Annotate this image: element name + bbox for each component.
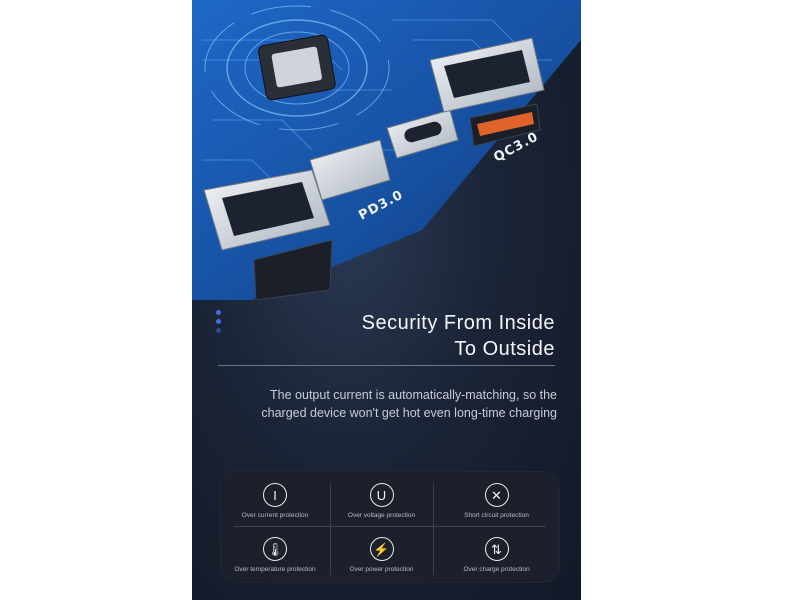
circuit-board-graphic — [192, 0, 581, 300]
feature-label: Over temperature protection — [234, 566, 316, 573]
up-down-arrows-icon: ⇅ — [484, 537, 509, 561]
description-line-1: The output current is automatically-matc… — [270, 388, 557, 402]
headline-divider — [218, 365, 555, 366]
indicator-dot — [216, 328, 221, 333]
headline-line-1: Security From Inside — [361, 312, 555, 334]
lightning-bolt-icon: ⚡ — [369, 537, 394, 561]
feature-over-current: I Over current protection — [220, 471, 330, 525]
feature-over-charge: ⇅ Over charge protection — [433, 525, 560, 581]
voltage-u-icon: U — [369, 483, 394, 507]
feature-label: Over voltage protection — [347, 512, 416, 519]
short-circuit-x-icon: ✕ — [484, 483, 509, 507]
feature-label: Over charge protection — [463, 566, 530, 573]
headline: Security From Inside To Outside — [362, 310, 555, 362]
description: The output current is automatically-matc… — [217, 386, 557, 422]
circuit-board-illustration: PD3.0 QC3.0 — [192, 0, 581, 300]
feature-label: Over current protection — [241, 512, 309, 519]
indicator-dot-active — [216, 310, 221, 315]
feature-label: Short circuit protection — [464, 512, 529, 519]
thermometer-icon: 🌡 — [263, 537, 287, 561]
feature-short-circuit: ✕ Short circuit protection — [433, 471, 560, 525]
indicator-dot — [216, 319, 221, 324]
grid-divider — [330, 483, 331, 575]
page-indicator-dots — [216, 310, 222, 337]
headline-line-2: To Outside — [454, 338, 555, 360]
feature-over-temperature: 🌡 Over temperature protection — [220, 525, 330, 581]
grid-divider — [433, 483, 434, 575]
grid-divider — [234, 526, 546, 527]
feature-over-power: ⚡ Over power protection — [330, 525, 433, 581]
feature-over-voltage: U Over voltage protection — [330, 471, 433, 525]
feature-label: Over power protection — [349, 566, 414, 573]
product-panel: PD3.0 QC3.0 Security From Inside To Outs… — [192, 0, 581, 600]
description-line-2: charged device won't get hot even long-t… — [261, 406, 557, 420]
protection-features-card: I Over current protection U Over voltage… — [220, 471, 560, 583]
current-i-icon: I — [263, 483, 287, 507]
